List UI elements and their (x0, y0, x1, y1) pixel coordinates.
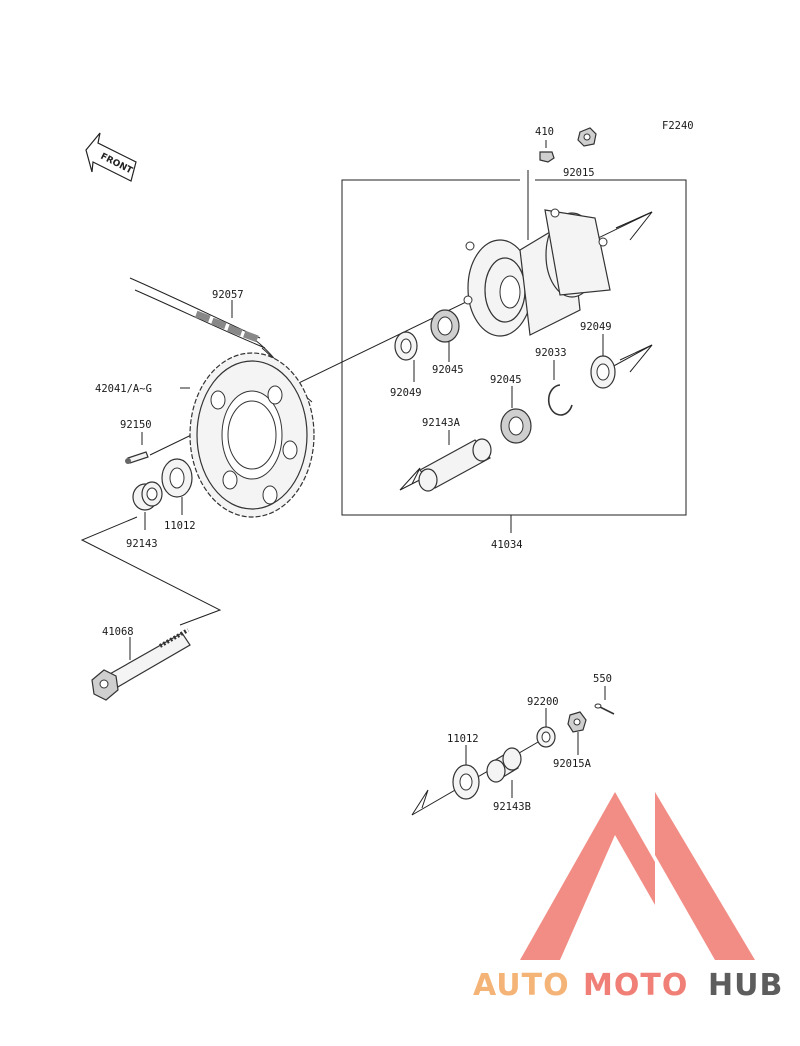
label-42041: 42041/A~G (95, 383, 152, 395)
sprocket-bolt-92150 (125, 432, 149, 464)
label-92015A: 92015A (553, 758, 592, 770)
rear-hub (463, 208, 611, 337)
circlip-92033 (547, 360, 573, 416)
label-92049-left: 92049 (390, 387, 422, 399)
collar-92143 (132, 481, 163, 530)
label-550: 550 (593, 673, 612, 685)
rear-sprocket (189, 352, 315, 518)
spacer-92143A (418, 430, 492, 492)
automotohub-watermark: AUTO MOTO HUB (473, 792, 783, 1003)
axle-41068 (91, 628, 191, 701)
watermark-auto: AUTO (473, 968, 570, 1003)
front-direction-arrow: FRONT (85, 132, 137, 182)
washer-92200 (536, 708, 556, 748)
nut-92015A (567, 711, 587, 755)
axle-bracket (80, 516, 222, 626)
bolt-410 (539, 140, 555, 163)
label-410: 410 (535, 126, 554, 138)
label-92150: 92150 (120, 419, 152, 431)
label-92033: 92033 (535, 347, 567, 359)
label-41034: 41034 (491, 539, 523, 551)
bearing-92045-lower (500, 386, 532, 444)
label-92057: 92057 (212, 289, 244, 301)
seal-11012-left (161, 458, 193, 515)
bearing-92045-upper (430, 309, 460, 362)
label-11012-left: 11012 (164, 520, 196, 532)
label-92049-right: 92049 (580, 321, 612, 333)
watermark-moto: MOTO (583, 968, 688, 1003)
label-92015: 92015 (563, 167, 595, 179)
figure-code: F2240 (662, 120, 694, 132)
label-41068: 41068 (102, 626, 134, 638)
cotter-pin-550 (594, 686, 615, 715)
label-92045-upper: 92045 (432, 364, 464, 376)
nut-92015 (577, 127, 597, 147)
collar-92143B (486, 747, 522, 798)
label-92143: 92143 (126, 538, 158, 550)
label-92045-lower: 92045 (490, 374, 522, 386)
label-92143B: 92143B (493, 801, 531, 813)
seal-11012-right (452, 745, 480, 800)
hub-assembly-box (341, 179, 687, 516)
label-92200: 92200 (527, 696, 559, 708)
watermark-hub: HUB (708, 968, 783, 1003)
label-11012-right: 11012 (447, 733, 479, 745)
label-92143A: 92143A (422, 417, 461, 429)
seal-92049-right (590, 334, 616, 389)
seal-92049-left (394, 331, 418, 382)
